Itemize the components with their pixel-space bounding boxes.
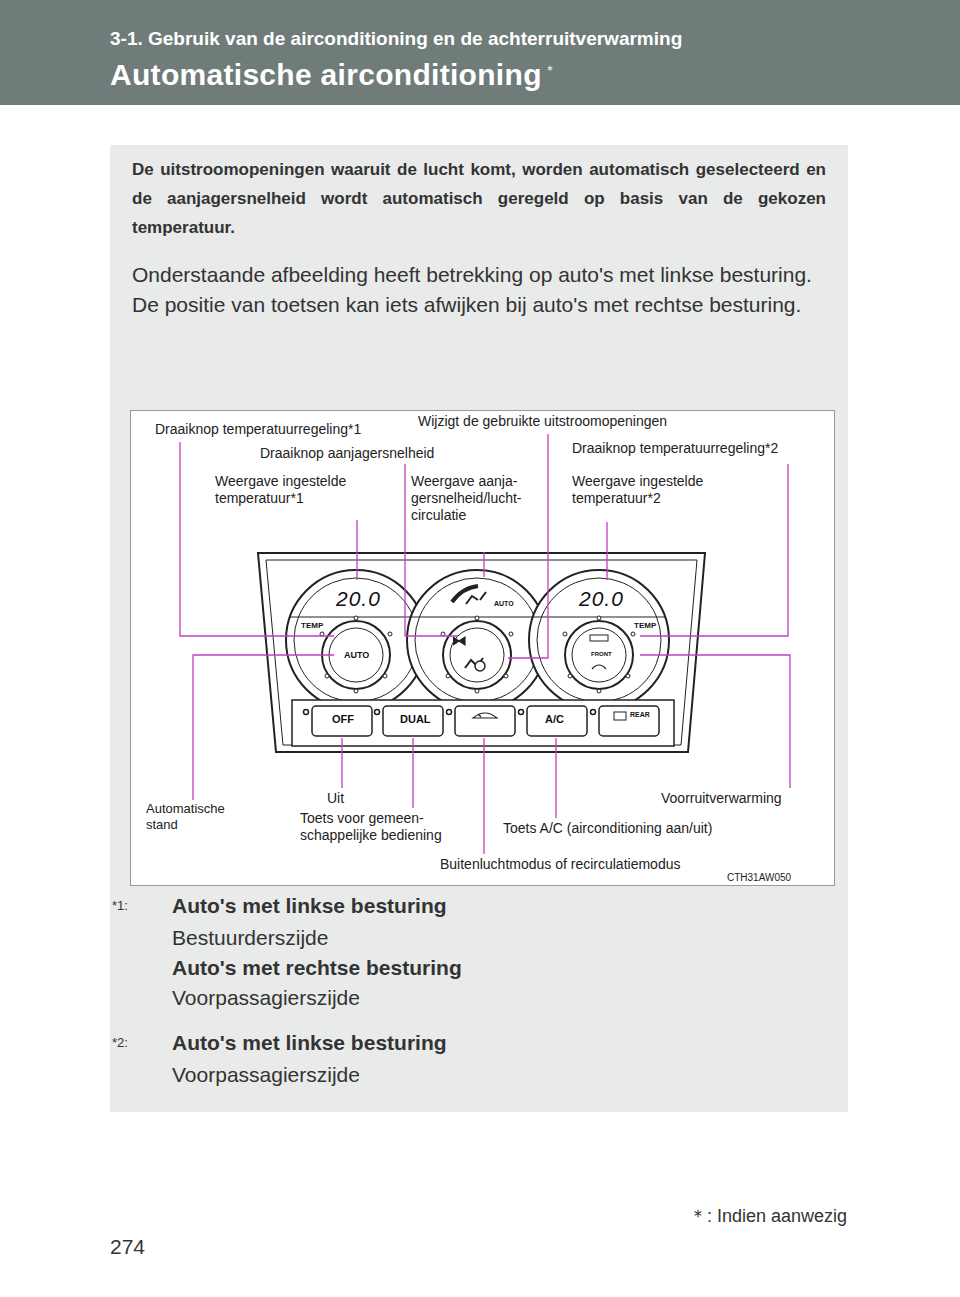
intro-text: Onderstaande afbeelding heeft betrekking… (132, 260, 826, 290)
display-mode-box: AUTO (494, 600, 514, 608)
intro-bold: De uitstroomopeningen waaruit de lucht k… (132, 155, 826, 242)
footnote-mark-box: *2: (112, 1035, 128, 1051)
footnote-mark-box: *1: (112, 898, 128, 914)
footnote-text-box: Voorpassagierszijde (172, 985, 360, 1010)
button-marking: OFF (332, 713, 354, 725)
callout-label-box: Weergave ingestelde temperatuur*2 (572, 473, 742, 507)
callout-label: Voorruitverwarming (661, 790, 782, 806)
page-title: Automatische airconditioning＊ (110, 58, 556, 92)
callout-label: Toets voor gemeen- schappelijke bedienin… (300, 810, 442, 843)
footnote-heading: Auto's met linkse besturing (172, 894, 447, 917)
callout-label-box: Draaiknop temperatuurregeling*2 (572, 440, 778, 457)
callout-label-box: Weergave aanja- gersnelheid/lucht- circu… (411, 473, 546, 523)
dial-marking-box: TEMP (301, 621, 323, 631)
button-marking-box: A/C (545, 713, 564, 726)
callout-label: Automatische stand (146, 801, 225, 832)
buttons (304, 706, 660, 736)
asterisk-mark: ＊ (544, 63, 556, 77)
dial-marking: TEMP (301, 621, 323, 630)
figure-code: CTH31AW050 (727, 872, 791, 883)
panel-housing (258, 553, 705, 752)
dial-right (529, 570, 669, 710)
display-mode: AUTO (494, 600, 514, 607)
callout-label: Uit (327, 790, 344, 806)
panel-inner (266, 560, 697, 745)
header-band: 3-1. Gebruik van de airconditioning en d… (0, 0, 960, 105)
button-marking: REAR (630, 711, 650, 718)
callout-label: Buitenluchtmodus of recirculatiemodus (440, 856, 680, 872)
button-marking: DUAL (400, 713, 431, 725)
callout-label-box: Uit (327, 790, 344, 807)
page-number-box: 274 (110, 1234, 145, 1259)
dial-middle (407, 570, 547, 710)
display-reading: 20.0 (336, 587, 381, 610)
callout-label-box: Toets A/C (airconditioning aan/uit) (503, 820, 712, 837)
callout-label: Weergave ingestelde temperatuur*2 (572, 473, 703, 506)
knob-marking-box: AUTO (344, 650, 369, 661)
footnote-heading-box: Auto's met linkse besturing (172, 1030, 447, 1055)
page-number: 274 (110, 1235, 145, 1258)
callout-label-box: Draaiknop aanjagersnelheid (260, 445, 434, 462)
footnote-heading: Auto's met rechtse besturing (172, 956, 462, 979)
section-heading: 3-1. Gebruik van de airconditioning en d… (110, 28, 682, 50)
callout-label: Draaiknop aanjagersnelheid (260, 445, 434, 461)
footnote-text: Bestuurderszijde (172, 926, 328, 949)
display-reading: 20.0 (579, 587, 624, 610)
footnote-mark: *2: (112, 1035, 128, 1050)
footnote-heading: Auto's met linkse besturing (172, 1031, 447, 1054)
diagram-frame (131, 411, 835, 886)
callout-label-box: Buitenluchtmodus of recirculatiemodus (440, 856, 680, 873)
dial-marking: TEMP (634, 621, 656, 630)
callout-label: Weergave ingestelde temperatuur*1 (215, 473, 346, 506)
knob-marking: AUTO (344, 650, 369, 660)
knob-marking: FRONT (591, 651, 612, 657)
callout-label-box: Voorruitverwarming (661, 790, 782, 807)
footnote-mark: *1: (112, 898, 128, 913)
leader-lines (180, 434, 790, 854)
button-marking-box: DUAL (400, 713, 431, 726)
button-marking-box: OFF (332, 713, 354, 726)
callout-label: Toets A/C (airconditioning aan/uit) (503, 820, 712, 836)
callout-label-box: Automatische stand (146, 801, 246, 832)
callout-label: Weergave aanja- gersnelheid/lucht- circu… (411, 473, 522, 523)
footnote-text-box: Voorpassagierszijde (172, 1062, 360, 1087)
display-reading-box: 20.0 (336, 586, 381, 611)
callout-label: Wijzigt de gebruikte uitstroomopeningen (418, 413, 667, 429)
dial-rivets (320, 616, 635, 693)
footnote-text: Voorpassagierszijde (172, 1063, 360, 1086)
section-heading-text: 3-1. Gebruik van de airconditioning en d… (110, 28, 682, 49)
footnote-heading-box: Auto's met linkse besturing (172, 893, 447, 918)
button-marking: A/C (545, 713, 564, 725)
figure-code-box: CTH31AW050 (727, 872, 791, 884)
footnote-heading-box: Auto's met rechtse besturing (172, 955, 462, 980)
knob-marking-box: FRONT (591, 651, 612, 658)
dial-marking-box: TEMP (634, 621, 656, 631)
page-title-text: Automatische airconditioning (110, 58, 542, 91)
callout-label-box: Wijzigt de gebruikte uitstroomopeningen (418, 413, 667, 430)
intro-text: De positie van toetsen kan iets afwijken… (132, 290, 826, 320)
callout-label: Draaiknop temperatuurregeling*1 (155, 421, 361, 437)
button-strip (292, 700, 674, 746)
footnote-note-box: ＊: Indien aanwezig (689, 1206, 847, 1228)
callout-label: Draaiknop temperatuurregeling*2 (572, 440, 778, 456)
callout-label-box: Toets voor gemeen- schappelijke bedienin… (300, 810, 475, 844)
footnote-note: ＊: Indien aanwezig (689, 1206, 847, 1226)
callout-label-box: Draaiknop temperatuurregeling*1 (155, 421, 361, 438)
footnote-text-box: Bestuurderszijde (172, 925, 328, 950)
display-reading-box: 20.0 (579, 586, 624, 611)
button-marking-box: REAR (630, 711, 650, 719)
callout-label-box: Weergave ingestelde temperatuur*1 (215, 473, 385, 507)
footnote-text: Voorpassagierszijde (172, 986, 360, 1009)
